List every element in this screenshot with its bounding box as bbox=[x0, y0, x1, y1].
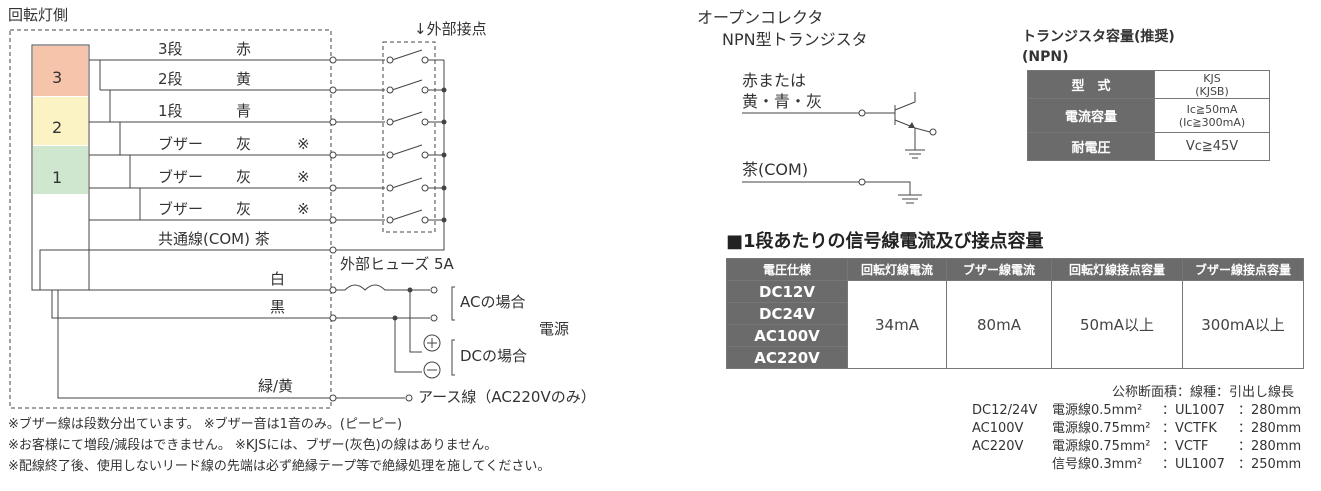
st-voltage: AC100V bbox=[726, 324, 848, 347]
cable-voltage: AC100V bbox=[972, 421, 1024, 436]
white-wire-label: 白 bbox=[270, 270, 286, 288]
wire-mark: ※ bbox=[297, 135, 310, 153]
cable-voltage: DC12/24V bbox=[972, 403, 1038, 418]
wire-tier-label: 3段 bbox=[158, 40, 183, 58]
black-wire-label: 黒 bbox=[270, 298, 286, 316]
signal-table-title: ■1段あたりの信号線電流及び接点容量 bbox=[726, 231, 1044, 252]
tier-label-1: 1 bbox=[52, 168, 63, 187]
external-contact-label: ↓外部接点 bbox=[414, 20, 487, 38]
note-3: ※配線終了後、使用しないリード線の先端は必ず絶縁テープ等で絶縁処理を施してくださ… bbox=[8, 459, 551, 474]
transistor-table: 型 式 KJS(KJSB) 電流容量 Ic≧50mA(Ic≧300mA) 耐電圧… bbox=[1027, 70, 1270, 161]
dc-bracket bbox=[451, 339, 455, 376]
dc-label: DCの場合 bbox=[460, 347, 528, 365]
wire-earth bbox=[57, 290, 333, 399]
cable-wire: 電源線0.75mm² bbox=[1052, 421, 1151, 436]
st-header: ブザー線電流 bbox=[946, 258, 1052, 281]
wire-tier-label: ブザー bbox=[158, 168, 204, 186]
tier-label-3: 3 bbox=[52, 68, 63, 87]
ac-label: ACの場合 bbox=[460, 293, 526, 311]
ac-lines bbox=[333, 289, 430, 373]
wire-tier-label: 2段 bbox=[158, 70, 183, 88]
st-voltage: DC12V bbox=[726, 280, 848, 303]
cable-length: ：280mm bbox=[1238, 421, 1302, 436]
wire-tier-label: 1段 bbox=[158, 102, 183, 120]
cable-wire: 電源線0.5mm² bbox=[1052, 403, 1143, 418]
wire-color-label: 青 bbox=[236, 102, 252, 120]
wire-mark: ※ bbox=[297, 168, 310, 186]
wire-common bbox=[39, 249, 333, 290]
tt-value: Vc≧45V bbox=[1154, 132, 1270, 161]
tt-value: KJS(KJSB) bbox=[1154, 70, 1270, 99]
st-header: 回転灯線電流 bbox=[847, 258, 947, 281]
wire-tier-label: ブザー bbox=[158, 135, 204, 153]
fuse-symbol bbox=[333, 284, 410, 291]
cable-spec-header: 公称断面積：線種：引出し線長 bbox=[1112, 385, 1295, 400]
oc-signal-1: 赤または bbox=[742, 71, 807, 90]
st-voltage: AC220V bbox=[726, 346, 848, 369]
contact-links bbox=[333, 59, 385, 221]
wire-black bbox=[51, 290, 333, 319]
wire-color-label: 黄 bbox=[236, 70, 252, 88]
cable-length: ：280mm bbox=[1238, 403, 1302, 418]
external-contact-box bbox=[382, 41, 436, 233]
note-1: ※ブザー線は段数分出ています。 ※ブザー音は1音のみ。(ピーピー) bbox=[8, 417, 403, 432]
fuse-label: 外部ヒューズ 5A bbox=[340, 255, 454, 273]
cable-type: ：UL1007 bbox=[1162, 457, 1225, 472]
lamp-title: 回転灯側 bbox=[8, 6, 69, 24]
st-header: 回転灯線接点容量 bbox=[1051, 258, 1183, 281]
transistor-table-subtitle: (NPN) bbox=[1022, 49, 1069, 65]
cable-voltage: AC220V bbox=[972, 439, 1024, 454]
st-value: 80mA bbox=[946, 280, 1052, 369]
cable-length: ：250mm bbox=[1238, 457, 1302, 472]
common-wire-label: 共通線(COM) 茶 bbox=[158, 230, 270, 248]
oc-com: 茶(COM) bbox=[742, 160, 809, 179]
wire-color-label: 赤 bbox=[236, 40, 252, 58]
st-voltage: DC24V bbox=[726, 302, 848, 325]
power-label: 電源 bbox=[539, 320, 570, 338]
tt-value: Ic≧50mA(Ic≧300mA) bbox=[1154, 98, 1270, 133]
st-header: 電圧仕様 bbox=[726, 258, 848, 281]
oc-title-2: NPN型トランジスタ bbox=[722, 30, 868, 49]
signal-table: 電圧仕様 回転灯線電流 ブザー線電流 回転灯線接点容量 ブザー線接点容量 DC1… bbox=[726, 258, 1304, 369]
cable-type: ：VCTFK bbox=[1162, 421, 1217, 436]
wire-color-label: 灰 bbox=[236, 135, 252, 153]
st-value: 50mA以上 bbox=[1051, 280, 1183, 369]
tt-label: 電流容量 bbox=[1027, 98, 1155, 133]
wire-color-label: 灰 bbox=[236, 200, 252, 218]
cable-type: ：UL1007 bbox=[1162, 403, 1225, 418]
tt-label: 耐電圧 bbox=[1027, 132, 1155, 161]
wire-tier-label: ブザー bbox=[158, 200, 204, 218]
tier-label-2: 2 bbox=[52, 118, 63, 137]
st-value: 34mA bbox=[847, 280, 947, 369]
tt-label: 型 式 bbox=[1027, 70, 1155, 99]
earth-wire-color-label: 緑/黄 bbox=[258, 377, 294, 395]
lamp-tier-2 bbox=[33, 97, 88, 145]
lamp-tier-3 bbox=[33, 46, 88, 96]
st-header: ブザー線接点容量 bbox=[1182, 258, 1304, 281]
transistor-table-title: トランジスタ容量(推奨) bbox=[1022, 29, 1175, 45]
wire-mark: ※ bbox=[297, 200, 310, 218]
cable-wire: 信号線0.3mm² bbox=[1052, 457, 1143, 472]
oc-title-1: オープンコレクタ bbox=[697, 8, 824, 27]
wire-tier2 bbox=[99, 60, 333, 91]
wire-color-label: 灰 bbox=[236, 168, 252, 186]
ac-bracket bbox=[451, 286, 455, 321]
note-2: ※お客様にて増段/減段はできません。 ※KJSには、ブザー(灰色)の線はありませ… bbox=[8, 438, 498, 453]
oc-signal-2: 黄・青・灰 bbox=[742, 92, 823, 111]
earth-label: アース線（AC220Vのみ） bbox=[418, 388, 596, 406]
cable-type: ：VCTF bbox=[1162, 439, 1209, 454]
lamp-tier-1 bbox=[33, 146, 88, 194]
st-value: 300mA以上 bbox=[1182, 280, 1304, 369]
cable-length: ：280mm bbox=[1238, 439, 1302, 454]
cable-wire: 電源線0.75mm² bbox=[1052, 439, 1151, 454]
